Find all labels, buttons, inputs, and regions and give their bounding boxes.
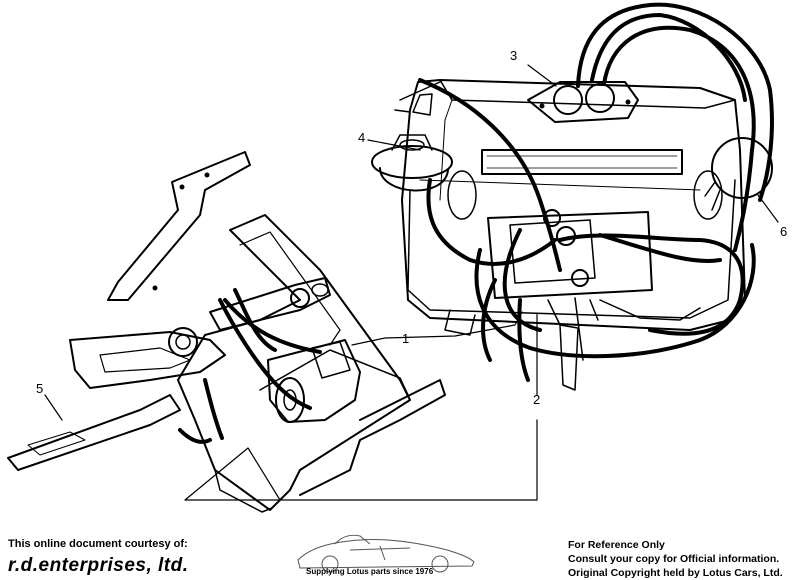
callout-3: 3 xyxy=(510,48,517,63)
race-car-logo xyxy=(297,534,475,573)
heater-tap xyxy=(527,81,639,123)
disclaimer-line-3: Original Copyright held by Lotus Cars, L… xyxy=(568,567,783,579)
disclaimer-line-1: For Reference Only xyxy=(568,539,665,551)
wiring-harness xyxy=(418,2,774,382)
mounting-bracket xyxy=(107,151,446,513)
control-lever xyxy=(7,277,331,471)
tagline: Supplying Lotus parts since 1976 xyxy=(306,567,434,576)
heater-wiring-diagram: 1 2 3 4 5 6 xyxy=(7,2,787,513)
callout-4: 4 xyxy=(358,130,365,145)
callout-6: 6 xyxy=(780,224,787,239)
disclaimer-line-2: Consult your copy for Official informati… xyxy=(568,553,780,565)
left-harness xyxy=(178,288,322,444)
dome-unit xyxy=(371,134,453,192)
callout-5: 5 xyxy=(36,381,43,396)
company-name: r.d.enterprises, ltd. xyxy=(8,555,189,576)
callout-1: 1 xyxy=(402,331,409,346)
callout-2: 2 xyxy=(533,392,540,407)
leader-lines xyxy=(44,64,779,501)
courtesy-line: This online document courtesy of: xyxy=(8,538,188,550)
fan-unit xyxy=(704,137,773,211)
disclaimer: For Reference Only Consult your copy for… xyxy=(568,538,783,580)
